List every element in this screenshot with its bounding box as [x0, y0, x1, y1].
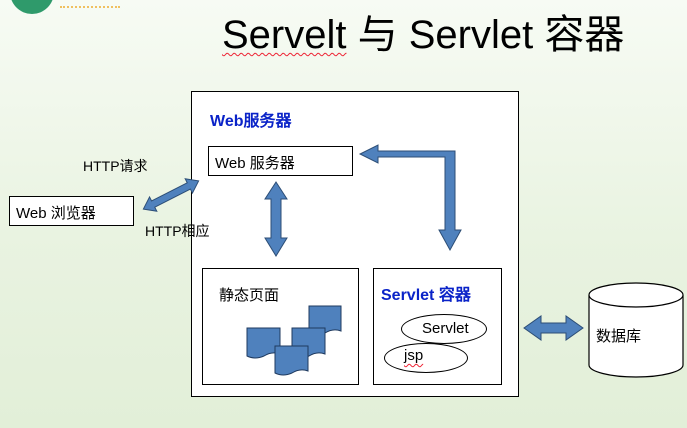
web-server-box-label: Web 服务器 [215, 155, 295, 172]
title-word-servelt: Servelt [222, 13, 347, 57]
title-word-servlet: Servlet [408, 13, 534, 57]
title-conjunction: 与 [346, 13, 409, 57]
webserver-static-arrow [264, 181, 288, 257]
web-browser-box-label: Web 浏览器 [16, 205, 96, 222]
database-cylinder-icon [588, 282, 684, 378]
logo-decoration [60, 0, 120, 8]
servlet-label: Servlet [422, 320, 469, 337]
database-label: 数据库 [596, 328, 642, 345]
http-request-label: HTTP请求 [83, 158, 148, 174]
web-server-box [208, 146, 353, 176]
browser-webserver-arrow [142, 178, 200, 212]
web-browser-box [9, 196, 134, 226]
jsp-label: jsp [404, 347, 424, 364]
http-response-label: HTTP相应 [145, 223, 210, 239]
webserver-servlet-arrow [358, 144, 462, 252]
servlet-container-heading: Servlet 容器 [381, 287, 471, 304]
slide-title: Servelt 与 Servlet 容器 [222, 2, 624, 60]
logo-icon [10, 0, 54, 14]
static-page-document-icon [246, 305, 342, 376]
servlet-database-arrow [523, 315, 584, 341]
web-server-container-heading: Web服务器 [210, 113, 292, 130]
static-pages-label: 静态页面 [219, 287, 280, 304]
servlet-ellipse [401, 314, 487, 344]
title-word-container: 容器 [533, 13, 625, 57]
jsp-ellipse [384, 343, 468, 373]
